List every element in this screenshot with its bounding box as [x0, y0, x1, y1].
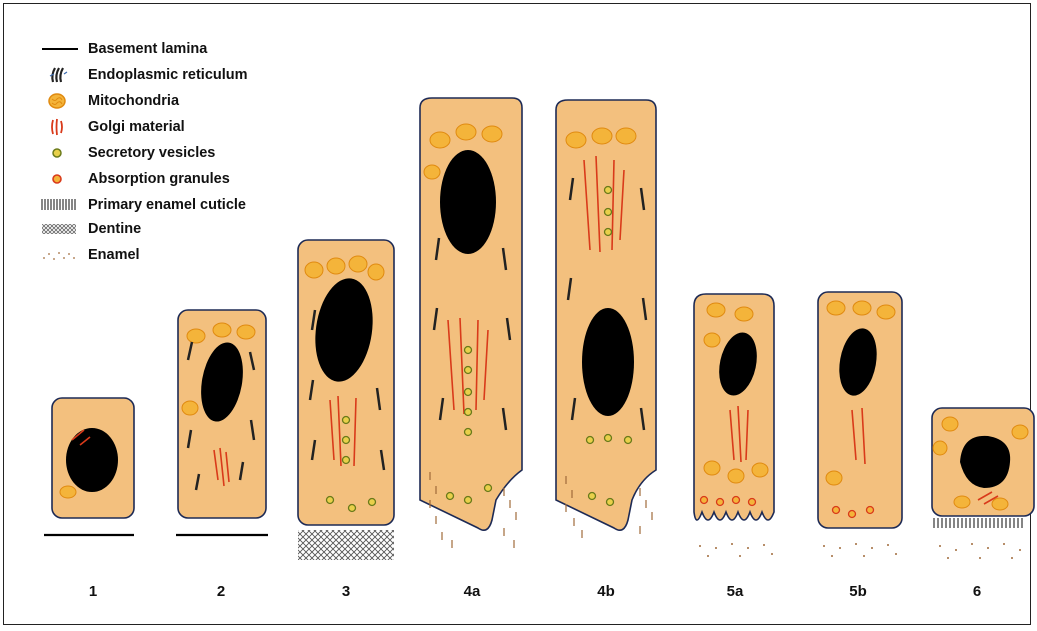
cell-stage-3 — [298, 240, 394, 560]
stage-label-5b: 5b — [849, 583, 867, 600]
stage-label-2: 2 — [217, 583, 225, 600]
stage-label-3: 3 — [342, 583, 350, 600]
cell-stage-6 — [932, 408, 1034, 559]
stage-label-4a: 4a — [464, 583, 481, 600]
dentine — [298, 530, 394, 560]
stage-label-1: 1 — [89, 583, 97, 600]
stage-label-4b: 4b — [597, 583, 615, 600]
stage-label-6: 6 — [973, 583, 981, 600]
cell-stage-4b — [556, 100, 656, 538]
cell-stage-5a — [694, 294, 774, 557]
stage-label-5a: 5a — [727, 583, 744, 600]
cell-stage-5b — [818, 292, 902, 557]
cell-stage-4a — [420, 98, 522, 548]
cell-stage-1 — [44, 398, 134, 535]
cell-stage-2 — [176, 310, 268, 535]
